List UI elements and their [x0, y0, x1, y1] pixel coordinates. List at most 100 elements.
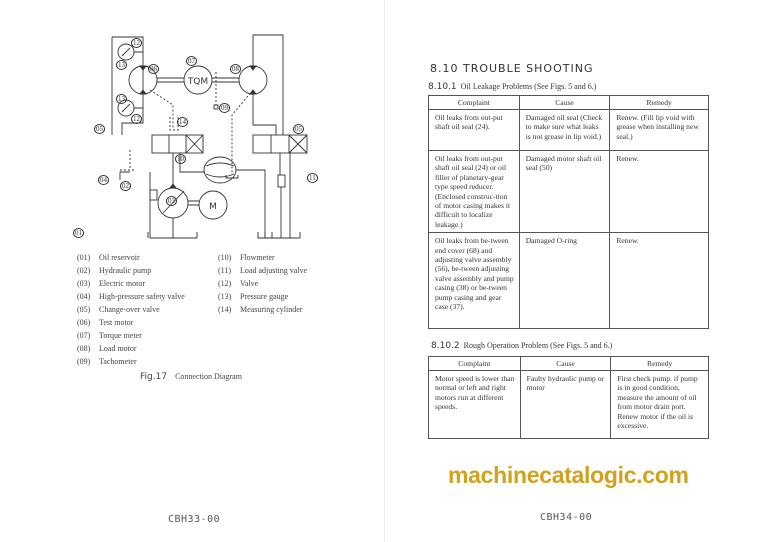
cell-cause: Damaged motor shaft oil seal (50)	[518, 149, 611, 234]
callout: 13	[116, 60, 127, 70]
legend-num: (11)	[218, 266, 232, 275]
table-header: Complaint Cause Remedy	[428, 95, 709, 110]
cell-cause: Damaged O-ring	[518, 232, 611, 330]
page-divider	[384, 0, 385, 542]
change-over-valve-right	[252, 134, 308, 154]
figure-number: Fig.17	[140, 372, 168, 382]
legend-label: Test motor	[99, 318, 134, 327]
table-row: Oil leaks from out-put shaft oil seal (2…	[428, 109, 709, 151]
callout: 05	[293, 124, 304, 134]
legend-num: (13)	[218, 292, 232, 301]
motor-label: M	[209, 202, 217, 212]
header-cause: Cause	[519, 356, 612, 371]
callout: 06	[148, 64, 159, 74]
table-row: Oil leaks from be-tween end cover (68) a…	[428, 232, 709, 330]
legend-num: (09)	[77, 357, 91, 366]
cell-remedy: Renew. (Fill lip void with grease when i…	[609, 109, 709, 151]
legend-num: (04)	[77, 292, 91, 301]
figure-title: Connection Diagram	[175, 372, 242, 381]
page-number-left: CBH33-00	[168, 514, 221, 525]
rough-operation-table: Complaint Cause Remedy Motor speed is lo…	[428, 356, 709, 439]
cell-complaint: Oil leaks from out-put shaft oil seal (2…	[428, 109, 520, 151]
legend-label: Tachometer	[99, 357, 137, 366]
header-remedy: Remedy	[609, 95, 709, 110]
callout: 09	[219, 103, 230, 113]
subsection-number: 8.10.2	[431, 341, 460, 351]
legend-item: (01) Oil reservoir	[77, 253, 140, 262]
legend-item: (10) Flowmeter	[218, 253, 275, 262]
callout: 12	[131, 114, 142, 124]
header-complaint: Complaint	[428, 356, 521, 371]
page-number-right: CBH34-00	[540, 512, 593, 523]
cell-remedy: Renew.	[609, 232, 709, 330]
callout: 13	[116, 94, 127, 104]
callout: 10	[175, 154, 186, 164]
cell-complaint: Oil leaks from be-tween end cover (68) a…	[428, 232, 520, 330]
legend-num: (14)	[218, 305, 232, 314]
load-adjusting-valve	[277, 174, 286, 188]
table-row: Oil leaks from out-put shaft oil seal (2…	[428, 149, 709, 234]
legend-num: (12)	[218, 279, 232, 288]
legend-item: (14) Measuring cylinder	[218, 305, 302, 314]
callout: 14	[177, 117, 188, 127]
subsection-text: Oil Leakage Problems (See Figs. 5 and 6.…	[460, 82, 597, 91]
cell-remedy: Renew.	[609, 149, 709, 234]
oil-leakage-table: Complaint Cause Remedy Oil leaks from ou…	[428, 95, 709, 330]
subsection-text: Rough Operation Problem (See Figs. 5 and…	[463, 341, 613, 350]
legend-label: Change-over valve	[99, 305, 160, 314]
callout: 12	[131, 38, 142, 48]
legend-label: Load motor	[99, 344, 137, 353]
callout: 07	[186, 56, 197, 66]
cell-cause: Damaged oil seal (Check to make sure wha…	[518, 109, 611, 151]
callout: 08	[230, 64, 241, 74]
legend-num: (03)	[77, 279, 91, 288]
legend-item: (04) High-pressure safety valve	[77, 292, 185, 301]
legend-label: Oil reservoir	[99, 253, 140, 262]
watermark: machinecatalogic.com	[448, 462, 689, 488]
legend-label: Electric motor	[99, 279, 145, 288]
legend-label: Flowmeter	[240, 253, 275, 262]
legend-item: (05)Change-over valve	[77, 305, 160, 314]
legend-label: Pressure gauge	[240, 292, 289, 301]
header-cause: Cause	[518, 95, 611, 110]
connection-diagram: TQM M	[111, 34, 284, 239]
legend-item: (02) Hydraulic pump	[77, 266, 151, 275]
cell-complaint: Motor speed is lower than normal or left…	[428, 370, 521, 439]
legend-num: (07)	[77, 331, 91, 340]
tqm-label: TQM	[187, 77, 208, 87]
change-over-valve-left	[151, 134, 204, 154]
legend-num: (02)	[77, 266, 91, 275]
legend-num: (01)	[77, 253, 91, 262]
legend-num: (10)	[218, 253, 232, 262]
header-complaint: Complaint	[428, 95, 520, 110]
legend-item: (03) Electric motor	[77, 279, 145, 288]
callout: 05	[94, 124, 105, 134]
legend-item: (11) Load adjusting valve	[218, 266, 307, 275]
subsection-number: 8.10.1	[428, 82, 457, 92]
legend-item: (07) Torque meter	[77, 331, 142, 340]
legend-label: Measuring cylinder	[240, 305, 303, 314]
legend-num: (08)	[77, 344, 91, 353]
table-header: Complaint Cause Remedy	[428, 356, 709, 371]
electric-motor	[198, 190, 228, 220]
legend-label: Torque meter	[99, 331, 142, 340]
callout: 03	[166, 196, 177, 206]
legend-label: High-pressure safety valve	[99, 292, 185, 301]
legend-num: (06)	[77, 318, 91, 327]
legend-item: (12)Valve	[218, 279, 258, 288]
callout: 04	[98, 175, 109, 185]
torque-meter	[183, 65, 213, 95]
header-remedy: Remedy	[610, 356, 709, 371]
callout: 01	[73, 228, 84, 238]
legend-item: (13) Pressure gauge	[218, 292, 288, 301]
legend-item: (09) Tachometer	[77, 357, 137, 366]
legend-label: Load adjusting valve	[240, 266, 308, 275]
figure-caption: Fig.17 Connection Diagram	[140, 372, 242, 382]
cell-cause: Faulty hydraulic pump or motor	[519, 370, 612, 439]
legend-label: Hydraulic pump	[99, 266, 152, 275]
callout: 02	[120, 181, 131, 191]
section-title: 8.10 TROUBLE SHOOTING	[430, 62, 594, 75]
cell-complaint: Oil leaks from out-put shaft oil seal (2…	[428, 149, 520, 234]
